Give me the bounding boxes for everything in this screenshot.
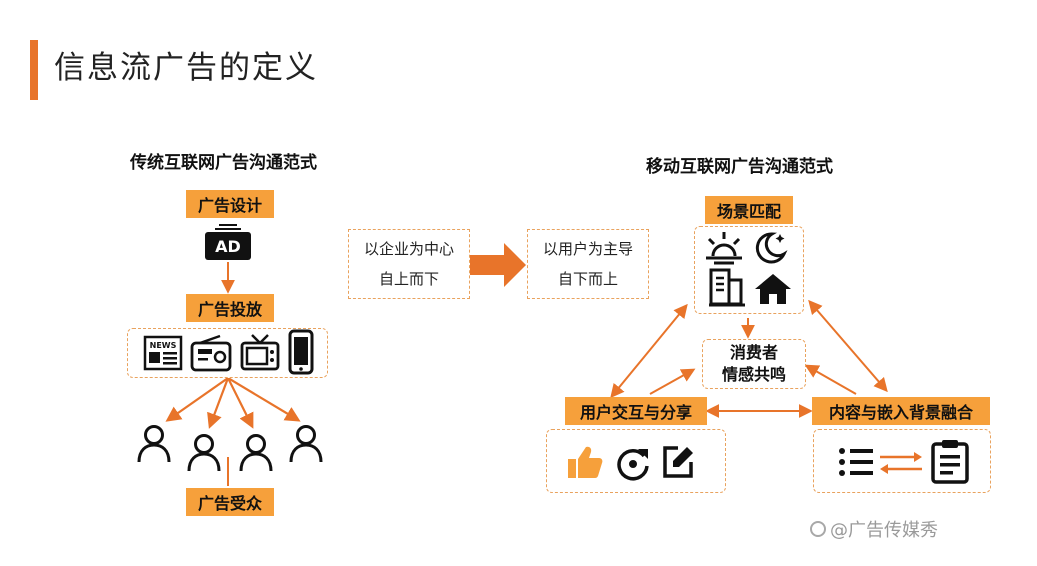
edit-icon — [663, 446, 693, 478]
interaction-tag: 用户交互与分享 — [565, 397, 707, 425]
refresh-icon — [617, 448, 649, 481]
interaction-scene-arrow — [610, 303, 688, 399]
tv-icon — [240, 334, 280, 371]
traditional-heading: 传统互联网广告沟通范式 — [130, 153, 317, 173]
enterprise-centric-label: 以企业为中心 — [363, 240, 454, 258]
title-accent-bar — [30, 40, 38, 100]
clipboard-icon — [931, 440, 969, 484]
watermark: @广告传媒秀 — [830, 520, 938, 541]
sunrise-icon — [706, 232, 742, 265]
page-title: 信息流广告的定义 — [54, 50, 318, 86]
newspaper-icon: NEWS — [143, 335, 183, 371]
fan-arrow-1 — [165, 377, 229, 422]
fan-arrow-4 — [227, 377, 301, 422]
emotional-resonance-label: 情感共鸣 — [721, 365, 786, 384]
placement-tag: 广告投放 — [186, 294, 274, 322]
phone-icon — [288, 329, 314, 375]
interaction-to-consumer-arrow — [649, 368, 696, 395]
user-led-box: 以用户为主导 自下而上 — [527, 229, 649, 299]
swap-arrows-icon — [880, 452, 922, 474]
person-icon — [187, 434, 221, 472]
person-icon — [137, 425, 171, 463]
person-icon — [289, 425, 323, 463]
mobile-heading: 移动互联网广告沟通范式 — [646, 157, 833, 177]
content-to-consumer-arrow — [804, 364, 857, 395]
ad-icon: AD — [205, 224, 251, 260]
top-down-label: 自上而下 — [378, 270, 439, 288]
fan-arrow-3 — [227, 377, 254, 429]
person-icon — [239, 434, 273, 472]
transition-arrow — [470, 243, 526, 287]
scene-tag: 场景匹配 — [705, 196, 793, 224]
consumer-label: 消费者 — [729, 343, 778, 362]
audience-tag: 广告受众 — [186, 488, 274, 516]
building-icon — [709, 268, 745, 307]
home-icon — [755, 274, 791, 304]
fan-arrow-2 — [207, 377, 230, 429]
list-icon — [839, 448, 873, 476]
content-tag: 内容与嵌入背景融合 — [812, 397, 990, 425]
interaction-icons-box — [546, 429, 726, 493]
radio-icon — [190, 334, 232, 372]
design-tag: 广告设计 — [186, 190, 274, 218]
ad-icon-label: AD — [205, 232, 251, 260]
content-scene-arrow — [808, 299, 888, 393]
thumbs-up-icon — [568, 446, 603, 478]
enterprise-centric-box: 以企业为中心 自上而下 — [348, 229, 470, 299]
svg-text:NEWS: NEWS — [150, 341, 177, 350]
moon-stars-icon — [755, 232, 788, 264]
user-led-label: 以用户为主导 — [542, 240, 633, 258]
consumer-box: 消费者 情感共鸣 — [702, 339, 806, 389]
bottom-up-label: 自下而上 — [557, 270, 618, 288]
watermark-logo-icon — [810, 521, 826, 537]
